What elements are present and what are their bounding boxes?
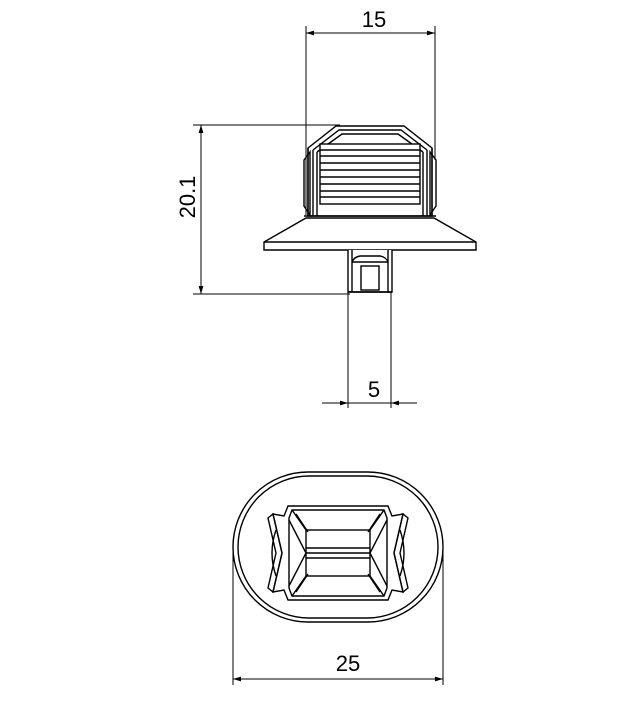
shaft [347,250,393,293]
dimension-label-bottom-width: 25 [336,651,360,676]
dimension-height: 20.1 [175,124,350,295]
dimension-top-width: 15 [305,7,436,215]
top-view: 25 [232,471,444,685]
dimension-label-height: 20.1 [175,176,200,219]
side-view: 15 20.1 [175,7,477,408]
dimension-bottom-width: 25 [232,548,444,685]
dimension-label-top-width: 15 [362,7,386,32]
cap-body [303,125,437,218]
dimension-shaft-width: 5 [322,292,417,408]
flange [263,217,477,251]
cap-top [267,505,409,601]
dimension-label-shaft-width: 5 [368,377,380,402]
